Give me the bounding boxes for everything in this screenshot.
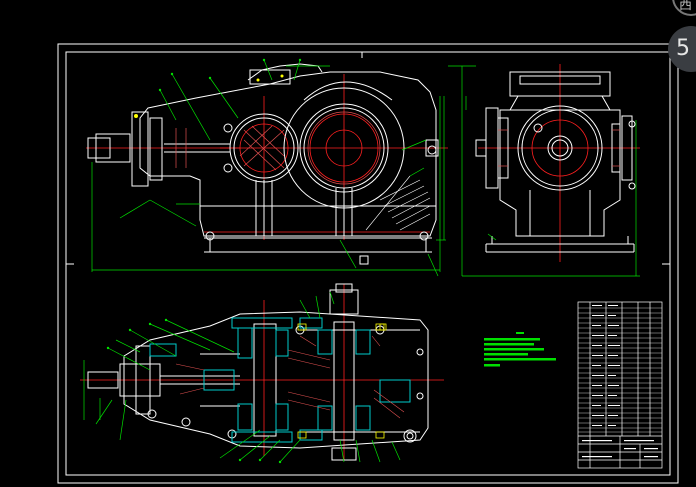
front-view [86, 58, 448, 277]
page-badge[interactable]: 5 [668, 26, 696, 72]
technical-notes [484, 332, 556, 367]
title-block-rows [578, 307, 662, 433]
side-view [448, 64, 640, 277]
title-block-text-marks [582, 305, 658, 458]
drawing-frame [57, 43, 679, 484]
title-block [577, 301, 663, 469]
corner-top-label: 西 [678, 0, 692, 13]
top-section-view [80, 283, 444, 464]
